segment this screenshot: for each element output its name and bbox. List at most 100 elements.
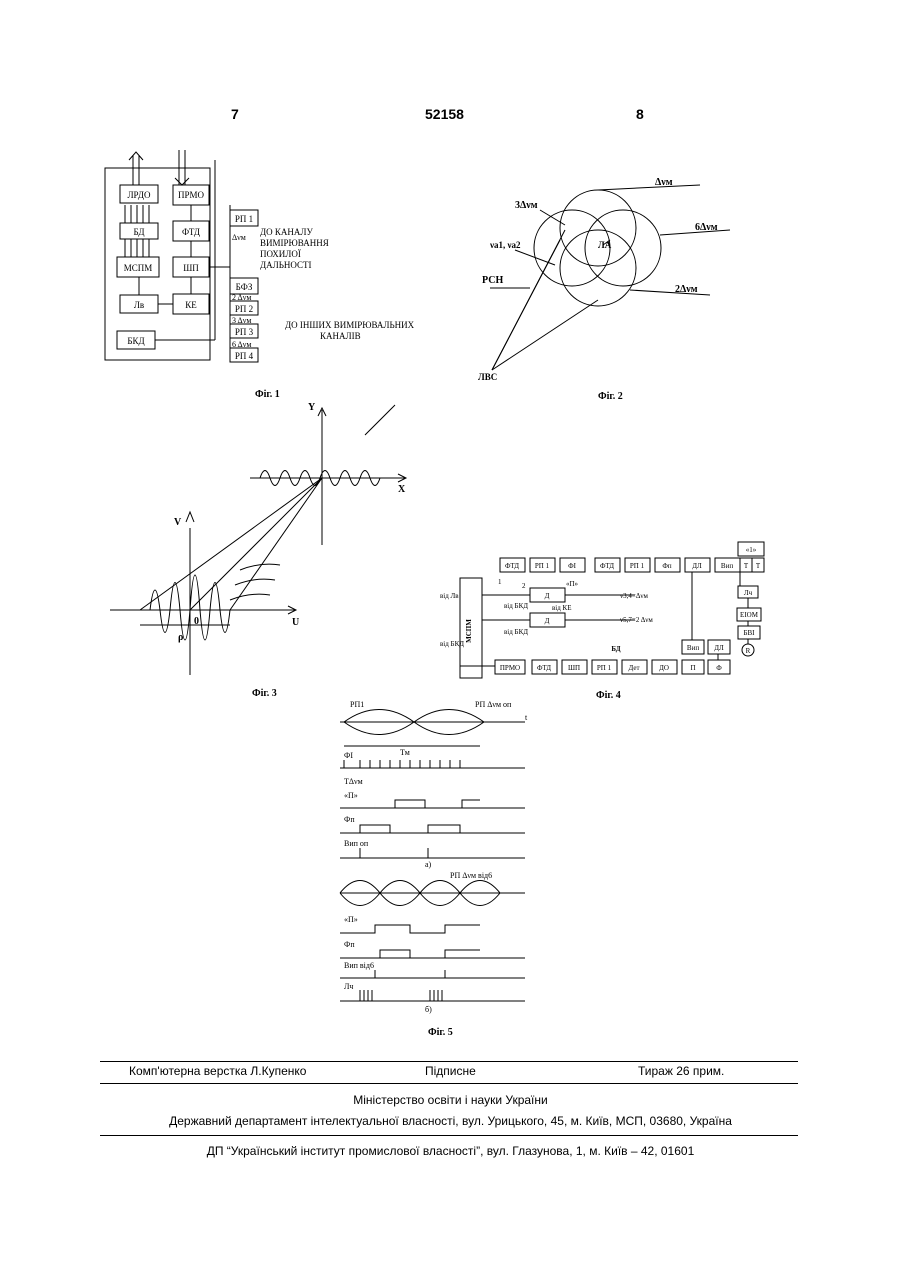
fig4-p: П — [690, 664, 695, 672]
page-number-right: 8 — [636, 106, 644, 122]
fig5-tm: Тм — [400, 748, 410, 757]
fig4-pi-label: «П» — [566, 580, 579, 588]
fig4-d: Д — [545, 592, 550, 600]
fig1-caption: Фіг. 1 — [255, 389, 280, 400]
fig5-fp: Фп — [344, 815, 355, 824]
footer-ministry: Міністерство освіти і науки України — [0, 1093, 901, 1107]
fig4-ftd3: ФТД — [537, 664, 551, 672]
fig4-tr: Т — [756, 562, 761, 570]
fig4-rp1b: РП 1 — [630, 562, 645, 570]
footer-rule-middle — [100, 1083, 798, 1084]
fig3-x-label: X — [398, 484, 406, 495]
fig4-fi: ФІ — [568, 562, 577, 570]
fig1-channel-line-2: ВИМІРЮВАННЯ — [260, 238, 329, 248]
fig1-ke: КЕ — [185, 300, 197, 310]
fig4-dl: ДЛ — [692, 562, 702, 570]
fig4-one: «1» — [746, 546, 757, 554]
fig1-bd: БД — [134, 227, 145, 237]
fig1-rp4: РП 4 — [235, 351, 254, 361]
figure-1-block-diagram: ЛРДО БД МСПМ Лв БКД ПРМО ФТД ШП КЕ РП 1 … — [95, 150, 425, 385]
fig5-t-dv: ТΔνм — [344, 777, 363, 786]
figure-5-timing-diagram: РП1 РП Δνм оп Тм ФІ ТΔνм «П» Фп Вип оп а… — [330, 698, 535, 1018]
footer-department: Державний департамент інтелектуальної вл… — [0, 1114, 901, 1128]
fig4-rp1: РП 1 — [535, 562, 550, 570]
fig4-mspm: МСПМ — [465, 619, 473, 643]
fig4-dl2: ДЛ — [714, 644, 724, 652]
fig1-freq-3: 3 Δνм — [232, 316, 251, 325]
fig5-t-axis: t — [525, 713, 528, 722]
fig1-rp1: РП 1 — [235, 214, 253, 224]
fig5-lch: Лч — [344, 982, 353, 991]
fig5-pi-b: «П» — [344, 915, 358, 924]
fig1-channel-line-1: ДО КАНАЛУ — [260, 227, 313, 237]
fig1-prmo: ПРМО — [178, 190, 205, 200]
fig2-delta-6: 6Δνм — [695, 222, 718, 233]
fig4-vip: Вип — [721, 562, 733, 570]
fig3-u-label: U — [292, 617, 299, 628]
fig1-rp2: РП 2 — [235, 304, 253, 314]
fig4-ftd2: ФТД — [600, 562, 614, 570]
fig4-one-label: 1 — [498, 578, 502, 586]
fig1-other-line-1: ДО ІНШИХ ВИМІРЮВАЛЬНИХ — [285, 320, 415, 330]
fig2-lvs-label: ЛВС — [478, 372, 497, 382]
figure-4-block-diagram: ФТД РП 1 ФІ ФТД РП 1 Фп ДЛ Вип Т Т «1» Л… — [440, 538, 770, 696]
footer-rule-top — [100, 1061, 798, 1062]
fig5-caption: Фіг. 5 — [428, 1027, 453, 1038]
footer-rule-bottom — [100, 1135, 798, 1136]
fig4-v57-label: ν5,7=2 Δνм — [620, 616, 653, 624]
fig4-vid-bkd2: від БКД — [504, 602, 528, 610]
fig4-prmo: ПРМО — [500, 664, 520, 672]
footer-institute: ДП “Український інститут промислової вла… — [0, 1144, 901, 1158]
fig5-part-a: а) — [425, 860, 432, 869]
footer-signed: Підписне — [425, 1064, 476, 1078]
fig1-freq-4: 6 Δνм — [232, 340, 251, 349]
figure-3-wave-diagram: Y X V U ρ 0 — [110, 400, 415, 680]
fig3-v-label: V — [174, 517, 182, 528]
fig4-t: Т — [744, 562, 749, 570]
fig5-rp-vid: РП Δνм від6 — [450, 871, 492, 880]
fig4-fp: Фп — [662, 562, 672, 570]
fig1-lv: Лв — [134, 300, 144, 310]
fig2-rsn-label: РСН — [482, 275, 503, 286]
fig1-rp3: РП 3 — [235, 327, 254, 337]
fig1-mspm: МСПМ — [124, 263, 153, 273]
fig4-lch: Лч — [744, 589, 753, 597]
fig5-pi: «П» — [344, 791, 358, 800]
fig1-bfz: БФЗ — [236, 282, 253, 292]
figure-2-diagram: Δνм 3Δνм 6Δνм 2Δνм νа1, νа2 РСН ЛА ЛВС — [470, 170, 740, 385]
fig4-bvi: БВІ — [743, 629, 755, 637]
fig1-lrdo: ЛРДО — [127, 190, 151, 200]
fig5-fi: ФІ — [344, 751, 353, 760]
fig4-f: Ф — [716, 664, 722, 672]
fig1-ftd: ФТД — [182, 227, 200, 237]
fig5-vip-op: Вип оп — [344, 839, 369, 848]
fig1-shp: ШП — [183, 263, 199, 273]
fig1-freq-1: Δνм — [232, 233, 246, 242]
fig4-det: Дет — [628, 664, 639, 672]
fig2-caption: Фіг. 2 — [598, 391, 623, 402]
fig1-freq-2: 2 Δνм — [232, 293, 251, 302]
fig4-vid-bkd3: від БКД — [504, 628, 528, 636]
fig1-channel-line-4: ДАЛЬНОСТІ — [260, 260, 312, 270]
fig5-rp-op: РП Δνм оп — [475, 700, 512, 709]
fig4-do: ДО — [659, 664, 669, 672]
fig5-fp-b: Фп — [344, 940, 355, 949]
fig3-y-label: Y — [308, 402, 316, 413]
fig2-va-label: νа1, νа2 — [489, 240, 521, 250]
fig4-eiom: ЕІОМ — [740, 611, 759, 619]
fig2-delta-2: 2Δνм — [675, 284, 698, 295]
fig4-vid-ke: від КЕ — [552, 604, 572, 612]
fig3-rho-label: ρ — [178, 632, 183, 643]
fig4-bd: БД — [611, 645, 620, 653]
fig1-other-line-2: КАНАЛІВ — [320, 331, 361, 341]
fig1-channel-line-3: ПОХИЛОЇ — [260, 249, 301, 259]
fig4-d2: Д — [545, 617, 550, 625]
fig4-vid-bkd: від БКД — [440, 640, 464, 648]
footer-typesetting: Комп'ютерна верстка Л.Купенко — [129, 1064, 306, 1078]
footer-circulation: Тираж 26 прим. — [638, 1064, 724, 1078]
fig4-v34-label: ν3,4=Δνм — [620, 592, 649, 600]
fig2-delta-1: Δνм — [655, 177, 673, 188]
page-number-left: 7 — [231, 106, 239, 122]
fig5-vip-vid: Вип від6 — [344, 961, 374, 970]
fig5-rp1: РП1 — [350, 700, 364, 709]
